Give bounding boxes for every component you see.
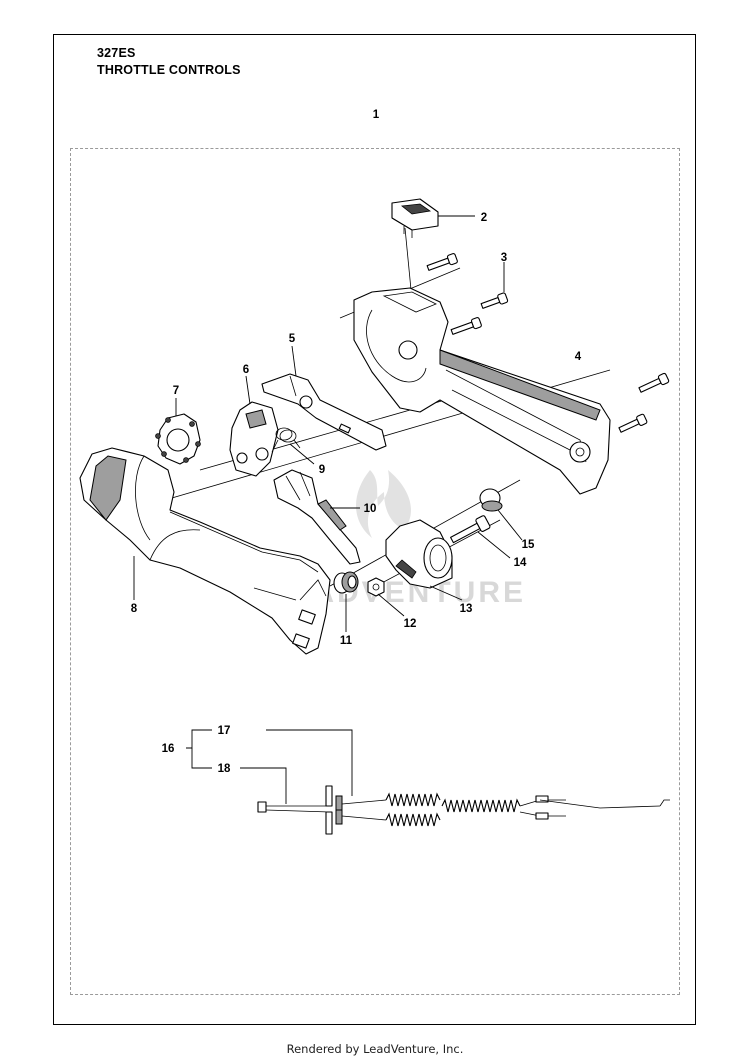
callout-11: 11 <box>340 635 353 647</box>
part-14-bolt <box>450 515 491 544</box>
model-number: 327ES <box>97 46 136 60</box>
part-12-nut <box>367 577 385 597</box>
callout-7: 7 <box>173 385 179 397</box>
callout-4: 4 <box>575 351 582 363</box>
part-13-clamp <box>385 519 453 589</box>
part-8-handle <box>79 447 331 655</box>
part-9-spring <box>271 427 301 453</box>
part-10-trigger <box>273 469 361 565</box>
callout-14: 14 <box>514 557 527 569</box>
callout-8: 8 <box>131 603 138 615</box>
footer-credit: Rendered by LeadVenture, Inc. <box>286 1042 464 1056</box>
part-11-bushing <box>333 571 359 594</box>
assembly-label: 1 <box>373 109 380 121</box>
screws <box>426 253 670 433</box>
part-2-switch <box>391 198 439 238</box>
callout-10: 10 <box>364 503 377 515</box>
page-frame <box>53 34 696 1025</box>
diagram-frame <box>70 148 680 995</box>
callout-12: 12 <box>404 618 417 630</box>
callout-16: 16 <box>162 743 175 755</box>
callout-13: 13 <box>460 603 473 615</box>
callout-labels: 1 2 3 4 5 6 7 8 9 10 11 12 13 14 15 16 1… <box>131 109 582 775</box>
part-6-bracket <box>229 401 279 477</box>
callout-17: 17 <box>218 725 231 737</box>
part-4-handle-housing <box>353 287 611 495</box>
section-title: THROTTLE CONTROLS <box>97 63 241 77</box>
callout-9: 9 <box>319 464 325 476</box>
callout-3: 3 <box>501 252 507 264</box>
callout-6: 6 <box>243 364 249 376</box>
cable-assembly <box>257 785 670 835</box>
leader-lines <box>133 215 523 804</box>
part-15-spacer <box>479 488 503 512</box>
callout-5: 5 <box>289 333 296 345</box>
callout-2: 2 <box>481 212 487 224</box>
part-7-ring <box>155 413 201 465</box>
part-5-lever <box>261 373 387 451</box>
callout-18: 18 <box>218 763 231 775</box>
callout-15: 15 <box>522 539 535 551</box>
